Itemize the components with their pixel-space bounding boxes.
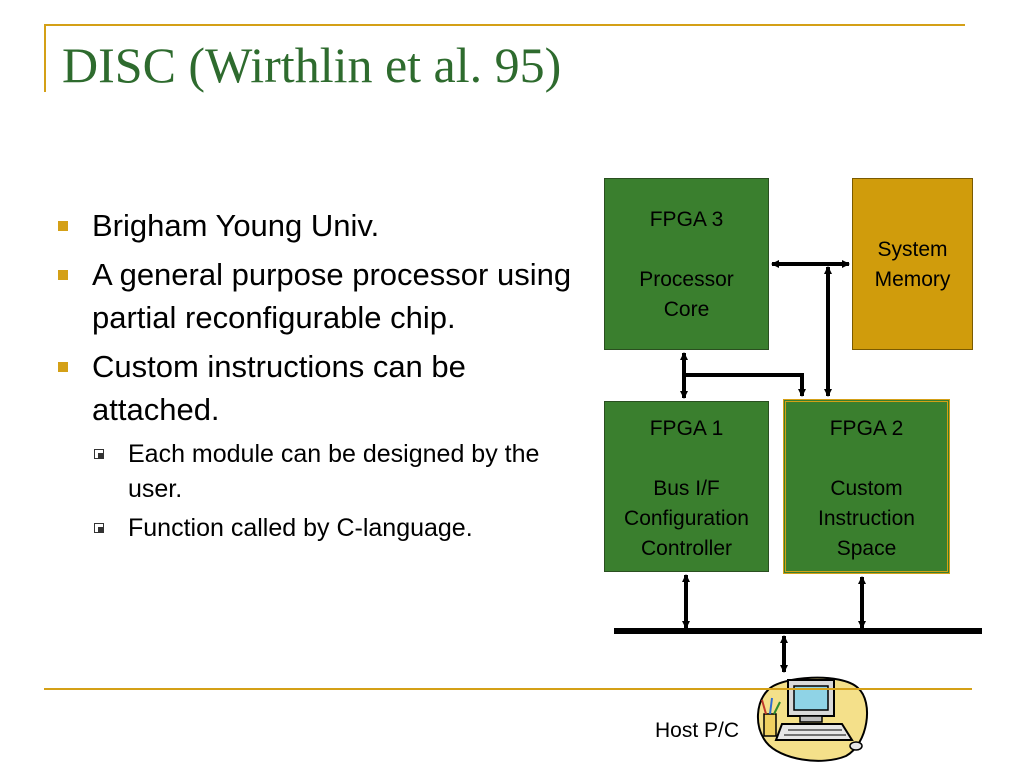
memory-label-line: System	[877, 238, 948, 261]
host-pc-label: Host P/C	[655, 719, 740, 742]
fpga2-role-line: Custom	[830, 477, 903, 500]
fpga3-role-line: Processor	[639, 268, 734, 291]
square-bullet-icon	[58, 221, 68, 231]
slide-title: DISC (Wirthlin et al. 95)	[62, 37, 562, 93]
fpga1-role-line: Configuration	[624, 507, 749, 530]
fpga1-box: FPGA 1 Bus I/F Configuration Controller	[604, 401, 769, 572]
footer-rule	[44, 688, 972, 690]
bullet-text: Brigham Young Univ.	[92, 208, 380, 243]
fpga1-role-line: Bus I/F	[653, 477, 720, 500]
square-bullet-icon	[58, 270, 68, 280]
frame-top-rule	[44, 24, 965, 26]
hollow-square-bullet-icon	[94, 523, 104, 533]
bullet-list: Brigham Young Univ. A general purpose pr…	[58, 204, 578, 550]
fpga1-role-line: Controller	[640, 537, 733, 560]
fpga2-role-line: Instruction	[818, 507, 915, 530]
square-bullet-icon	[58, 362, 68, 372]
fpga3-box: FPGA 3 Processor Core	[604, 178, 769, 350]
fpga2-role-line: Space	[836, 537, 897, 560]
memory-label-line: Memory	[874, 268, 951, 291]
fpga3-label: FPGA 3	[649, 208, 724, 231]
bullet-text: A general purpose processor using partia…	[92, 257, 572, 335]
frame-left-rule	[44, 24, 46, 92]
computer-icon	[757, 676, 869, 762]
sub-bullet-text: Function called by C-language.	[128, 514, 473, 542]
fpga3-role-line: Core	[663, 298, 710, 321]
fpga2-label: FPGA 2	[829, 417, 904, 440]
bullet-item: A general purpose processor using partia…	[58, 253, 578, 339]
hollow-square-bullet-icon	[94, 449, 104, 459]
system-memory-box: System Memory	[852, 178, 973, 350]
bullet-item: Brigham Young Univ.	[58, 204, 578, 247]
fpga2-box: FPGA 2 Custom Instruction Space	[783, 399, 950, 574]
sub-bullet-item: Function called by C-language.	[94, 511, 578, 546]
sub-bullet-text: Each module can be designed by the user.	[128, 440, 540, 503]
bullet-item: Custom instructions can be attached.	[58, 345, 578, 431]
fpga1-label: FPGA 1	[649, 417, 724, 440]
bullet-text: Custom instructions can be attached.	[92, 349, 466, 427]
fpga3-fpga2-branch	[684, 373, 806, 397]
sub-bullet-item: Each module can be designed by the user.	[94, 437, 578, 507]
